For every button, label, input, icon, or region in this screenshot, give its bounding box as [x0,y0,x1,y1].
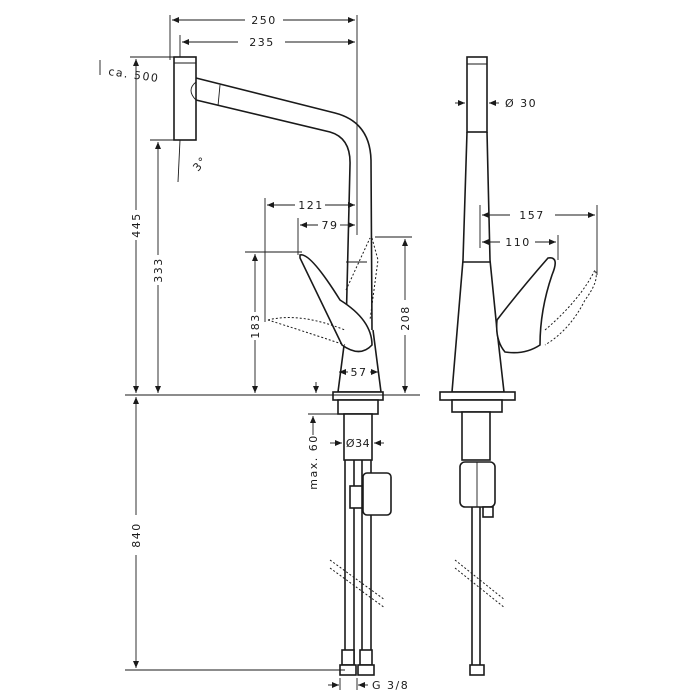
side-connector-box [459,461,496,508]
shank [343,413,373,461]
hose-nut [357,664,375,676]
dim-250: 250 [251,14,277,27]
side-view [439,56,597,676]
dim-183: 183 [249,313,262,339]
dim-445: 445 [130,212,143,238]
dim-57: 57 [351,366,368,379]
dim-840: 840 [130,522,143,548]
connector-box [362,472,392,516]
spout-arm [195,77,373,331]
dim-157: 157 [519,209,545,222]
handle [299,254,373,353]
dim-235: 235 [249,36,275,49]
side-handle [495,257,556,354]
dim-dia-34: Ø34 [346,437,370,450]
front-view [173,56,392,676]
dim-dia-30: Ø 30 [505,97,537,110]
dim-max-60: max. 60 [307,434,320,489]
dim-ca-500: ca. 500 [108,65,161,85]
dimension-lines [99,15,598,690]
dim-121: 121 [298,199,324,212]
dim-g-3-8: G 3/8 [372,679,409,692]
dim-3-degree: 3° [190,154,210,174]
dim-208: 208 [399,305,412,331]
dim-333: 333 [152,257,165,283]
dim-79: 79 [322,219,339,232]
dim-110: 110 [505,236,531,249]
spray-head [173,56,197,141]
